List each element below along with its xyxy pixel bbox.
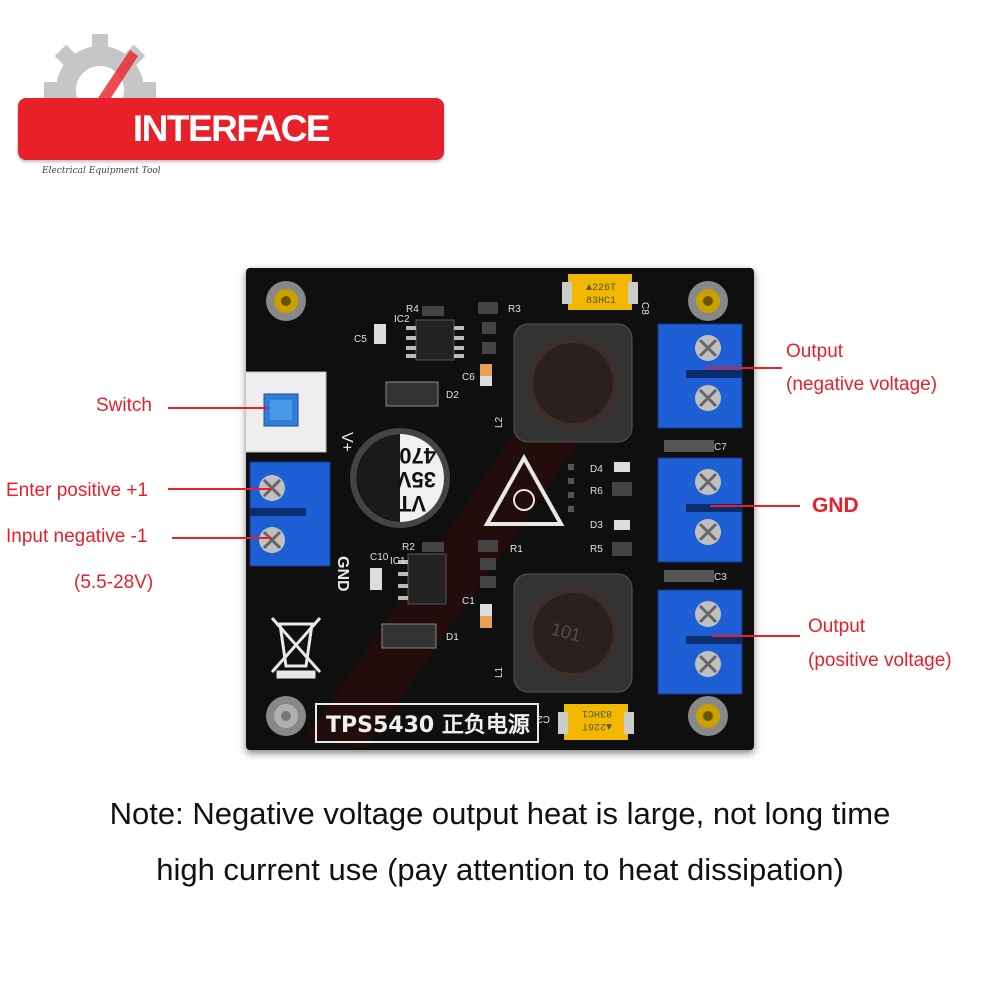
- silk-gnd: GND: [334, 556, 351, 592]
- ref-c2: C2: [537, 713, 550, 724]
- input-terminal-block: [249, 461, 331, 567]
- tant-top-label-2: 83HC1: [586, 296, 616, 307]
- ref-r2: R2: [402, 542, 415, 553]
- ref-r4: R4: [406, 304, 419, 315]
- label-enter-positive: Enter positive +1: [6, 480, 149, 501]
- ref-r6: R6: [590, 486, 603, 497]
- tant-bottom-label-1: ▲226T: [582, 720, 612, 731]
- cap-35v-label: 35V: [397, 467, 436, 492]
- label-output-negative-1: Output: [786, 341, 844, 362]
- ref-c7: C7: [714, 442, 727, 453]
- pcb-board: ▲226T 83HC1 VT 35V 470: [246, 268, 754, 750]
- power-switch[interactable]: [246, 371, 327, 453]
- note-line-1: Note: Negative voltage output heat is la…: [109, 796, 891, 831]
- tant-bottom-label-2: 83HC1: [582, 707, 612, 718]
- ref-r3: R3: [508, 304, 521, 315]
- ref-ic2: IC2: [394, 314, 410, 325]
- title-banner: INTERFACE DESCRIPTION: [18, 98, 444, 211]
- ref-l1: L1: [494, 666, 505, 678]
- ref-r5: R5: [590, 544, 603, 555]
- label-switch: Switch: [96, 395, 152, 416]
- ref-c10: C10: [370, 552, 389, 563]
- label-output-positive-2: (positive voltage): [808, 650, 952, 671]
- cap-vt-label: VT: [397, 491, 426, 516]
- brand-subtitle: Electrical Equipment Tool: [42, 166, 161, 176]
- ref-c6: C6: [462, 372, 475, 383]
- ref-c3: C3: [714, 572, 727, 583]
- ref-ic1: IC1: [390, 556, 406, 567]
- ref-d1: D1: [446, 632, 459, 643]
- ref-r1: R1: [510, 544, 523, 555]
- ref-c1: C1: [462, 596, 475, 607]
- page-title: INTERFACE DESCRIPTION: [112, 108, 351, 211]
- note-line-2: high current use (pay attention to heat …: [156, 852, 844, 887]
- ref-d2: D2: [446, 390, 459, 401]
- gnd-output-terminal-block: [657, 457, 743, 563]
- negative-output-terminal-block: [657, 323, 743, 429]
- cap-470-label: 470: [399, 443, 436, 468]
- label-voltage-range: (5.5-28V): [74, 572, 154, 593]
- tant-top-label-1: ▲226T: [586, 283, 616, 294]
- weee-bin-icon: [270, 617, 322, 679]
- silkscreen-title: TPS5430 正负电源: [326, 713, 530, 738]
- ref-d3: D3: [590, 520, 603, 531]
- pcb-drawing: ▲226T 83HC1 VT 35V 470: [246, 274, 743, 748]
- label-gnd: GND: [812, 494, 859, 517]
- ref-l2: L2: [494, 416, 505, 428]
- label-output-positive-1: Output: [808, 616, 866, 637]
- mounting-hole-icon: [266, 281, 728, 736]
- positive-output-terminal-block: [657, 589, 743, 695]
- ref-c8: C8: [639, 302, 650, 315]
- silk-vplus: V+: [338, 432, 355, 452]
- ref-c5: C5: [354, 334, 367, 345]
- label-input-negative: Input negative -1: [6, 526, 148, 547]
- label-output-negative-2: (negative voltage): [786, 374, 938, 395]
- ref-d4: D4: [590, 464, 603, 475]
